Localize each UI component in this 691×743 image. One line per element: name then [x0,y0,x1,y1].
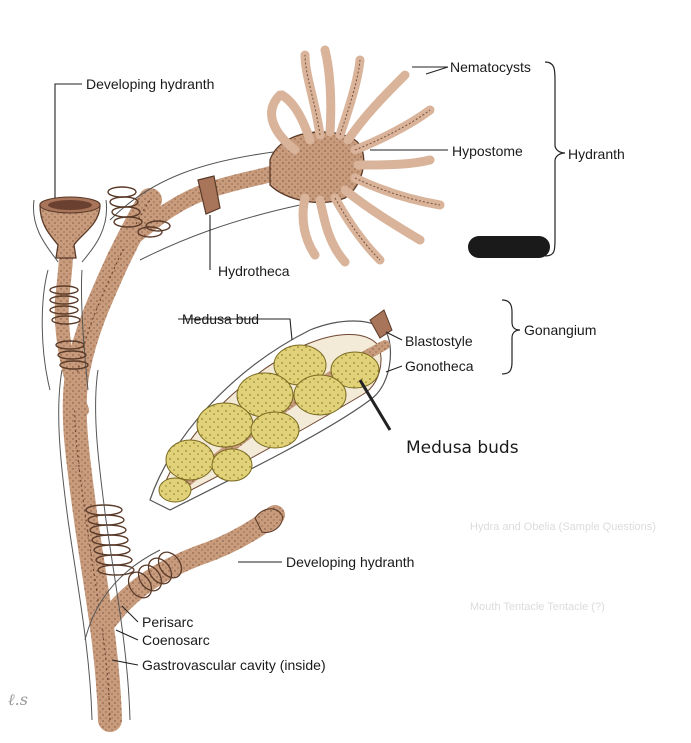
lower-branch [84,505,285,641]
label-gastrovascular-cavity: Gastrovascular cavity (inside) [142,657,326,673]
tentacle-outlines [304,54,441,261]
bleed-through-text: Hydra and Obelia (Sample Questions) Mout… [470,521,656,613]
bleed-line-2: Mouth Tentacle Tentacle (?) [470,601,605,613]
label-developing-hydranth-bottom: Developing hydranth [286,554,415,570]
label-medusa-buds: Medusa buds [406,438,519,458]
redaction-bar [468,236,550,258]
label-medusa-bud: Medusa bud [182,311,260,327]
label-blastostyle: Blastostyle [405,333,473,349]
label-gonotheca: Gonotheca [405,358,474,374]
upper-branch [107,149,301,261]
label-hypostome: Hypostome [452,143,523,159]
label-gonangium: Gonangium [524,322,597,338]
bleed-line-1: Hydra and Obelia (Sample Questions) [470,521,656,533]
label-coenosarc: Coenosarc [142,632,210,648]
perisarc-lines [58,369,131,721]
label-perisarc: Perisarc [142,614,194,630]
medusa-buds-cluster [158,344,380,503]
leader-lines [54,66,449,666]
gonangium-shape [149,309,393,511]
label-developing-hydranth-top: Developing hydranth [86,76,215,92]
corner-scribble: ℓ.s [8,690,28,709]
label-hydranth: Hydranth [568,146,625,162]
label-nematocysts: Nematocysts [450,59,531,75]
left-branch [41,248,89,417]
hydranth-bracket [544,61,566,257]
label-hydrotheca: Hydrotheca [218,263,290,279]
developing-hydranth-top [33,196,108,263]
gonangium-bracket [501,299,521,375]
